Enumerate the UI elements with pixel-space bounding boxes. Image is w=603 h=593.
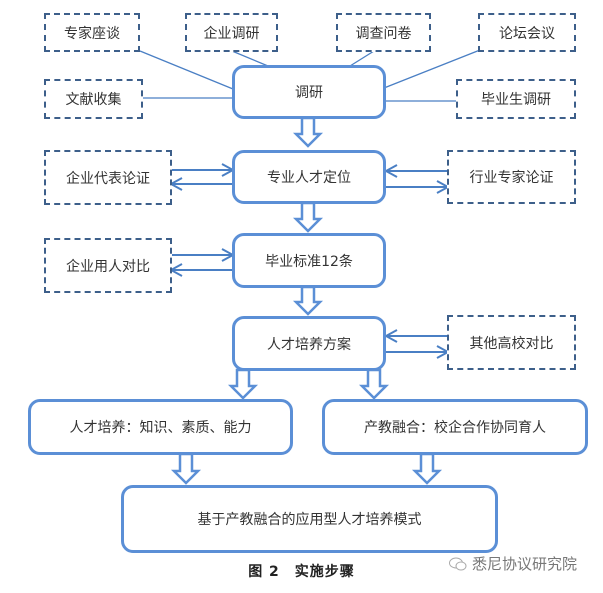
source-literature-collection: 文献收集: [44, 79, 143, 119]
step-label: 调研: [295, 85, 323, 101]
step-positioning: 专业人才定位: [232, 150, 386, 204]
step-label: 人才培养方案: [267, 336, 351, 353]
figure-caption: 图 2 实施步骤: [248, 564, 355, 580]
source-label: 调查问卷: [355, 25, 412, 42]
box-label: 企业代表论证: [66, 170, 150, 187]
step-graduation-standards: 毕业标准12条: [232, 233, 386, 288]
block-arrow-industry-to-model: [411, 452, 443, 485]
box-label: 其他高校对比: [469, 335, 554, 352]
step-training-plan: 人才培养方案: [232, 316, 386, 371]
line-forum: [383, 49, 481, 89]
step-talent-cultivation: 人才培养：知识、素质、能力: [28, 399, 293, 455]
step-research: 调研: [232, 65, 386, 119]
block-arrow-plan-to-industry: [358, 368, 390, 400]
box-label: 行业专家论证: [469, 170, 554, 186]
step-label: 专业人才定位: [267, 170, 351, 186]
source-graduate-survey: 毕业生调研: [456, 79, 576, 119]
block-arrow-positioning-to-standards: [292, 201, 324, 233]
other-universities-comparison-box: 其他高校对比: [447, 315, 576, 370]
source-label: 企业调研: [203, 25, 260, 42]
source-forum-meeting: 论坛会议: [478, 13, 576, 52]
block-arrow-cultivation-to-model: [170, 452, 202, 485]
wechat-icon: [449, 557, 467, 570]
step-label: 人才培养：知识、素质、能力: [69, 420, 252, 436]
step-label: 基于产教融合的应用型人才培养模式: [197, 512, 422, 528]
source-label: 文献收集: [65, 92, 122, 108]
source-expert-symposium: 专家座谈: [44, 13, 140, 52]
block-arrow-standards-to-plan: [292, 285, 324, 316]
source-label: 专家座谈: [64, 25, 120, 42]
line-questionnaire: [349, 50, 375, 67]
source-enterprise-research: 企业调研: [185, 13, 278, 52]
box-label: 企业用人对比: [66, 258, 150, 275]
watermark-text: 悉尼协议研究院: [472, 555, 578, 573]
enterprise-comparison-box: 企业用人对比: [44, 238, 172, 293]
step-final-model: 基于产教融合的应用型人才培养模式: [121, 485, 498, 553]
step-label: 产教融合：校企合作协同育人: [364, 420, 546, 436]
block-arrow-research-to-positioning: [292, 116, 324, 148]
source-label: 论坛会议: [499, 25, 555, 42]
block-arrow-plan-to-cultivation: [227, 368, 259, 400]
step-label: 毕业标准12条: [265, 253, 353, 270]
enterprise-rep-review-box: 企业代表论证: [44, 150, 172, 205]
watermark: 悉尼协议研究院: [448, 553, 577, 574]
line-enterprise-research: [231, 50, 269, 67]
industry-expert-review-box: 行业专家论证: [447, 150, 576, 204]
source-label: 毕业生调研: [481, 92, 551, 108]
step-industry-education-integration: 产教融合：校企合作协同育人: [322, 399, 588, 455]
line-expert-symposium: [139, 50, 234, 90]
source-questionnaire: 调查问卷: [336, 13, 431, 52]
